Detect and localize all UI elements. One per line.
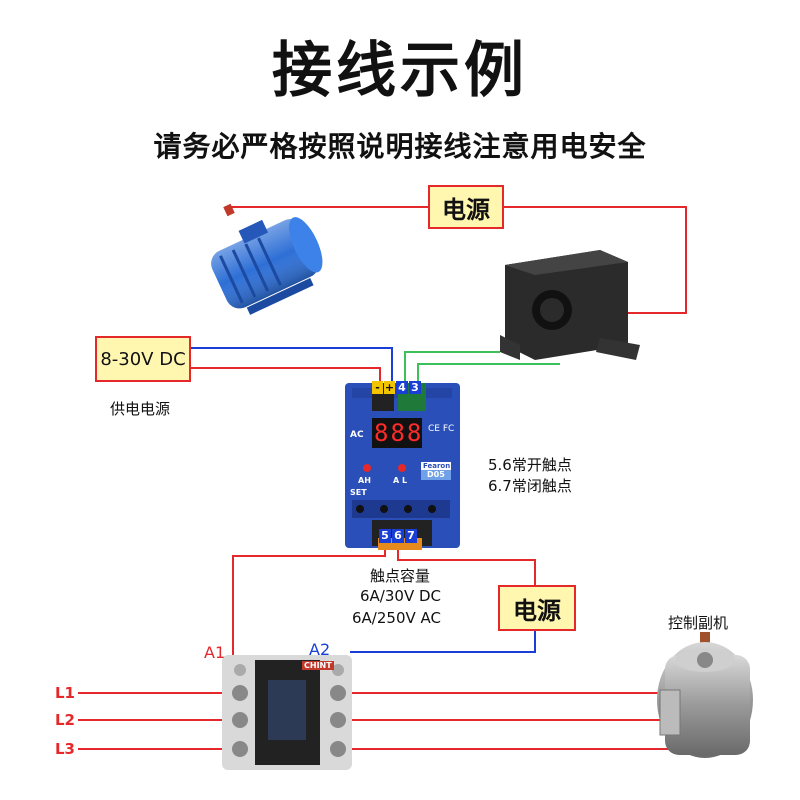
device-model: D05: [427, 470, 445, 479]
red-wire-a1: [232, 548, 386, 656]
red-wire-top-right: [500, 206, 687, 314]
red-wire-dc-2: [190, 367, 381, 385]
green-wire-ct-2: [417, 363, 560, 385]
green-wire-ct-1: [404, 351, 500, 385]
terminals-top: - + 4 3: [372, 381, 421, 394]
page-title: 接线示例: [272, 36, 528, 106]
terminal-7: 7: [405, 529, 417, 543]
contactor-brand: CHINT: [302, 661, 334, 670]
device-display: 888: [374, 419, 424, 447]
current-transformer-icon: [500, 250, 640, 360]
terminal-3: 3: [409, 381, 421, 394]
terminal-plus: +: [384, 381, 395, 394]
motor-icon: [211, 203, 323, 315]
dc-input-box: 8-30V DC: [95, 336, 191, 382]
terminal-minus: -: [372, 381, 383, 394]
line-l1-label: L1: [55, 684, 75, 702]
power-box-bottom: 电源: [498, 585, 576, 631]
device-marks: CE FC: [428, 424, 455, 434]
terminals-bottom: 5 6 7: [379, 529, 417, 543]
contactor-a2-label: A2: [309, 640, 331, 659]
capacity-ac: 6A/250V AC: [352, 609, 441, 627]
terminal-6: 6: [392, 529, 404, 543]
device-label-ah: AH: [358, 476, 371, 485]
page-subtitle: 请务必严格按照说明接线注意用电安全: [153, 130, 647, 163]
red-wire-power-bottom: [397, 548, 536, 585]
contactor-a1-label: A1: [204, 643, 226, 662]
terminal-5: 5: [379, 529, 391, 543]
power-box-top: 电源: [428, 185, 504, 229]
capacity-dc: 6A/30V DC: [360, 587, 441, 605]
blue-wire-dc-1: [190, 347, 393, 385]
aux-motor-icon: [657, 632, 753, 758]
device-label-ac: AC: [350, 430, 364, 440]
line-l2-label: L2: [55, 711, 75, 729]
line-l3-label: L3: [55, 740, 75, 758]
contacts-note-no: 5.6常开触点: [488, 456, 572, 474]
device-label-set: SET: [350, 488, 367, 497]
contactor-icon: [222, 655, 352, 770]
dc-input-caption: 供电电源: [110, 400, 171, 418]
contacts-note-nc: 6.7常闭触点: [488, 477, 572, 495]
blue-wire-a2: [350, 627, 536, 653]
terminal-4: 4: [396, 381, 408, 394]
aux-machine-label: 控制副机: [668, 614, 729, 632]
capacity-title: 触点容量: [370, 567, 431, 585]
device-brand: Fearon: [423, 462, 451, 470]
device-label-al: A L: [393, 476, 408, 485]
